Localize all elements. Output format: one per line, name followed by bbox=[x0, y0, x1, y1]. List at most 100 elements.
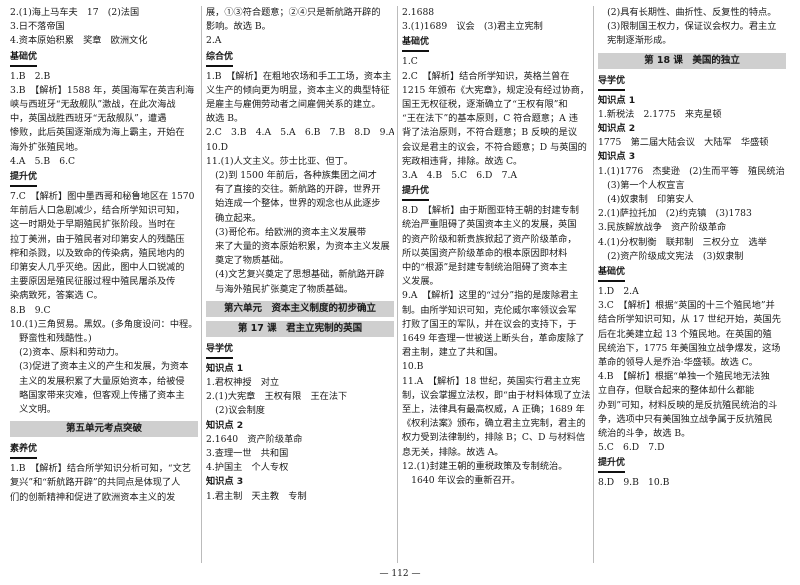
section-tag: 综合优 bbox=[206, 51, 234, 67]
text-line: 4.资本原始积累 奖章 欧洲文化 bbox=[10, 35, 148, 47]
text-line: 的资产阶级和新贵族掀起了资产阶级革命， bbox=[402, 233, 577, 245]
text-line: (3)限制国王权力，保证议会权力。君主立 bbox=[598, 21, 777, 33]
text-line: (2)具有长期性、曲折性、反复性的特点。 bbox=[598, 7, 777, 18]
column-4: (2)具有长期性、曲折性、反复性的特点。 (3)限制国王权力，保证议会权力。君主… bbox=[598, 6, 786, 491]
text-line: 4.B 【解析】根据“单独一个殖民地无法独 bbox=[598, 371, 770, 383]
section-tag: 基础优 bbox=[402, 36, 430, 53]
text-line: 3.C 【解析】根据“英国的十三个殖民地”并 bbox=[598, 300, 775, 312]
text-line: 1.君权神授 对立 bbox=[206, 377, 280, 389]
unit-title: 第五单元考点突破 bbox=[10, 421, 198, 438]
page-number: — 112 — bbox=[379, 568, 421, 579]
text-line: 中的“根源”是封建专制统治阻碍了资本主 bbox=[402, 262, 568, 274]
text-line: 影响。故选 B。 bbox=[206, 21, 271, 33]
text-line: 确立起来。 bbox=[206, 212, 262, 224]
text-line: 4.(1)分权制衡 联邦制 三权分立 选举 bbox=[598, 236, 767, 248]
text-line: 1.C bbox=[402, 56, 418, 68]
column-divider bbox=[397, 6, 398, 563]
text-line: 1775 第二届大陆会议 大陆军 华盛顿 bbox=[598, 137, 769, 149]
text-line: 义生产的倾向更为明显，资本主义的典型特征 bbox=[206, 84, 390, 96]
text-line: 野蛮性和残酷性。) bbox=[10, 333, 92, 345]
section-tag: 导学优 bbox=[206, 343, 234, 359]
text-line: 2.(1)大宪章 王权有限 王在法下 bbox=[206, 391, 348, 403]
unit-title: 第六单元 资本主义制度的初步确立 bbox=[206, 300, 394, 317]
text-line: 宪政相违背，排除。故选 C。 bbox=[402, 155, 523, 167]
text-line: 1649 年查理一世被送上断头台，革命废除了 bbox=[402, 333, 585, 345]
text-line: 2.1688 bbox=[402, 7, 435, 18]
column-divider bbox=[201, 6, 202, 563]
text-line: 复兴”和“新航路开辟”的共同点是体现了人 bbox=[10, 477, 181, 489]
text-line: (3)第一个人权宣言 bbox=[598, 179, 685, 191]
text-line: 4.护国主 个人专权 bbox=[206, 462, 289, 474]
knowledge-point-heading: 知识点 3 bbox=[206, 476, 244, 488]
text-line: 这一时期处于早期殖民扩张阶段。当时在 bbox=[10, 219, 176, 231]
text-line: 1215 年颁布《大宪章》，规定没有经过协商， bbox=[402, 84, 590, 96]
text-line: 中，英国战胜西班牙“无敌舰队”，遭遇 bbox=[10, 113, 167, 125]
text-line: (2)到 1500 年前后，各种族集团之间才 bbox=[206, 170, 377, 182]
text-line: 宪制逐渐形成。 bbox=[598, 35, 672, 47]
text-line: 3.(1)1689 议会 (3)君主立宪制 bbox=[402, 21, 543, 33]
text-line: 2.(1)海上马车夫 17 (2)法国 bbox=[10, 7, 140, 18]
text-line: (2)议会制度 bbox=[206, 405, 265, 417]
text-line: 10.D bbox=[206, 141, 228, 153]
section-tag: 提升优 bbox=[10, 171, 38, 188]
text-line: 义发展。 bbox=[402, 276, 439, 288]
text-line: 们的创新精神和促进了欧洲资本主义的发 bbox=[10, 491, 176, 503]
section-tag: 提升优 bbox=[402, 185, 430, 202]
text-line: 义文明。 bbox=[10, 404, 56, 416]
section-tag: 提升优 bbox=[598, 457, 626, 474]
text-line: 《权利法案》颁布，确立君主立宪制，君主的 bbox=[402, 418, 586, 430]
text-line: (2)资本、原料和劳动力。 bbox=[10, 347, 125, 359]
text-line: 故选 B。 bbox=[206, 113, 244, 125]
text-line: 统治严重阻碍了英国资本主义的发展，英国 bbox=[402, 219, 577, 231]
text-line: 国王无权征税，逐渐确立了“王权有限”和 bbox=[402, 99, 568, 111]
text-line: 2.A bbox=[206, 35, 222, 47]
text-line: 拉丁美洲，由于殖民者对印第安人的残酷压 bbox=[10, 233, 185, 245]
text-line: (4)奴隶制 印第安人 bbox=[598, 194, 694, 206]
text-line: 7.C 【解析】图中墨西哥和秘鲁地区在 1570 bbox=[10, 191, 195, 203]
text-line: 与海外殖民扩张奠定了物质基础。 bbox=[206, 283, 353, 295]
text-line: 3.查理一世 共和国 bbox=[206, 448, 289, 460]
knowledge-point-heading: 知识点 2 bbox=[206, 419, 244, 431]
section-tag: 素养优 bbox=[10, 443, 38, 460]
text-line: 1.D 2.A bbox=[598, 286, 639, 298]
lesson-title: 第 17 课 君主立宪制的英国 bbox=[206, 320, 394, 337]
text-line: 2.1640 资产阶级革命 bbox=[206, 433, 303, 445]
text-line: 君主制，建立了共和国。 bbox=[402, 347, 504, 359]
section-tag: 基础优 bbox=[10, 51, 38, 67]
text-line: 1.(1)1776 杰斐逊 (2)生而平等 殖民统治 bbox=[598, 165, 785, 177]
text-line: 3.日不落帝国 bbox=[10, 21, 65, 33]
text-line: 有了直接的交往。新航路的开辟，世界开 bbox=[206, 184, 381, 196]
text-line: 主义的发展积累了大量原始资本，给被侵 bbox=[10, 375, 185, 387]
text-line: 榨和杀戮，以及致命的传染病，殖民地内的 bbox=[10, 247, 185, 259]
text-line: 1.B 【解析】在粗地农场和手工工场，资本主 bbox=[206, 70, 392, 82]
text-line: 展，①③符合题意；②④只是新航路开辟的 bbox=[206, 7, 381, 18]
text-line: 统治的斗争，故选 B。 bbox=[598, 428, 691, 440]
text-line: (3)哥伦布。给欧洲的资本主义发展带 bbox=[206, 226, 367, 238]
text-line: 办到”可知，材料反映的是反抗殖民统治的斗 bbox=[598, 399, 778, 411]
text-line: 争，选项中只有美国独立战争属于反抗殖民 bbox=[598, 413, 773, 425]
text-line: (2)资产阶级成文宪法 (3)奴隶制 bbox=[598, 250, 744, 262]
text-line: 1.B 2.B bbox=[10, 70, 51, 82]
text-line: 打败了国王的军队，并在议会的支持下，于 bbox=[402, 318, 577, 330]
text-line: 1.B 【解析】结合所学知识分析可知，“文艺 bbox=[10, 463, 191, 475]
text-line: 是雇主与雇佣劳动者之间雇佣关系的建立。 bbox=[206, 99, 381, 111]
text-line: 10.(1)三角贸易。黑奴。(多角度设问：中程。 bbox=[10, 318, 198, 330]
text-line: 5.C 6.D 7.D bbox=[598, 442, 665, 454]
text-line: 至上，法律具有最高权威，A 正确；1689 年 bbox=[402, 404, 585, 416]
text-line: 2.C 【解析】结合所学知识，英格兰曾在 bbox=[402, 70, 570, 82]
text-line: 3.民族解放战争 资产阶级革命 bbox=[598, 222, 727, 234]
text-line: 始连成一个整体，世界的观念也从此逐步 bbox=[206, 198, 381, 210]
text-line: 峡与西班牙“无敌舰队”激战，在此次海战 bbox=[10, 99, 176, 111]
text-line: 8.B 9.C bbox=[10, 304, 51, 316]
text-line: 3.A 4.B 5.C 6.D 7.A bbox=[402, 170, 517, 182]
lesson-title: 第 18 课 美国的独立 bbox=[598, 52, 786, 69]
text-line: 结合所学知识可知，从 17 世纪开始，英国先 bbox=[598, 314, 781, 326]
text-line: 制，议会掌握立法权，即“由于材料体现了立法 bbox=[402, 389, 590, 401]
text-line: 3.B 【解析】1588 年，英国海军在英吉利海 bbox=[10, 84, 195, 96]
column-divider bbox=[593, 6, 594, 563]
text-line: 4.A 5.B 6.C bbox=[10, 155, 76, 167]
text-line: 11.(1)人文主义。莎士比亚、但丁。 bbox=[206, 155, 354, 167]
text-line: 印第安人几乎灭绝。因此，图中人口锐减的 bbox=[10, 262, 185, 274]
text-line: 9.A 【解析】这里的“过分”指的是废除君主 bbox=[402, 290, 579, 302]
column-1: 2.(1)海上马车夫 17 (2)法国 3.日不落帝国 4.资本原始积累 奖章 欧洲… bbox=[10, 6, 198, 505]
